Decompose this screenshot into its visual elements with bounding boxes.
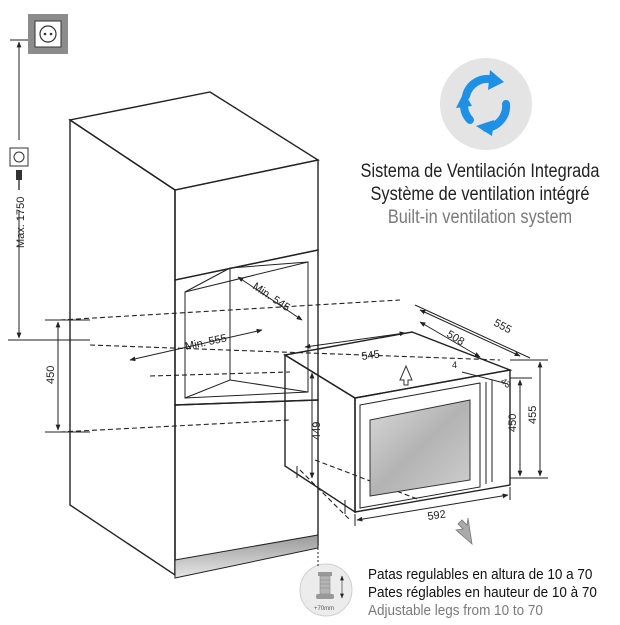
glass-door	[369, 399, 471, 497]
max-height-label: Max. 1750	[15, 197, 27, 248]
wall-socket-icon	[28, 14, 68, 54]
niche-height-label: 450	[45, 366, 57, 384]
unit-height-body-label: 450	[507, 414, 519, 432]
projection-lines	[59, 299, 501, 521]
power-plug-icon	[9, 147, 29, 190]
ventilation-caption-fr: Système de ventilation intégré	[370, 184, 590, 205]
unit-front-height-label: 449	[311, 422, 323, 440]
legs-note-en: Adjustable legs from 10 to 70	[368, 602, 543, 619]
niche-depth-label: Min. 545	[250, 281, 292, 315]
max-height-dimension: Max. 1750	[8, 39, 90, 341]
unit-depth-total-label: 555	[492, 317, 514, 336]
leg-range-label: +70mm	[314, 606, 334, 612]
ventilation-caption-es: Sistema de Ventilación Integrada	[360, 161, 600, 182]
ventilation-caption-en: Built-in ventilation system	[387, 207, 573, 228]
legs-note-es: Patas regulables en altura de 10 a 70	[368, 566, 593, 583]
unit-width-front-label: 592	[427, 509, 447, 523]
niche-height-dimension: 450	[45, 319, 90, 433]
unit-width-top-label: 545	[361, 349, 381, 363]
legs-note-fr: Pates réglables en hauteur de 10 à 70	[368, 584, 597, 601]
circular-arrows-icon	[440, 58, 532, 150]
wine-cooler-unit	[283, 331, 513, 514]
unit-height-total-label: 455	[527, 406, 539, 424]
tall-cabinet	[68, 91, 320, 579]
unit-offset-a-label: 4	[452, 360, 457, 370]
adjustable-leg-icon: +70mm	[299, 563, 353, 617]
